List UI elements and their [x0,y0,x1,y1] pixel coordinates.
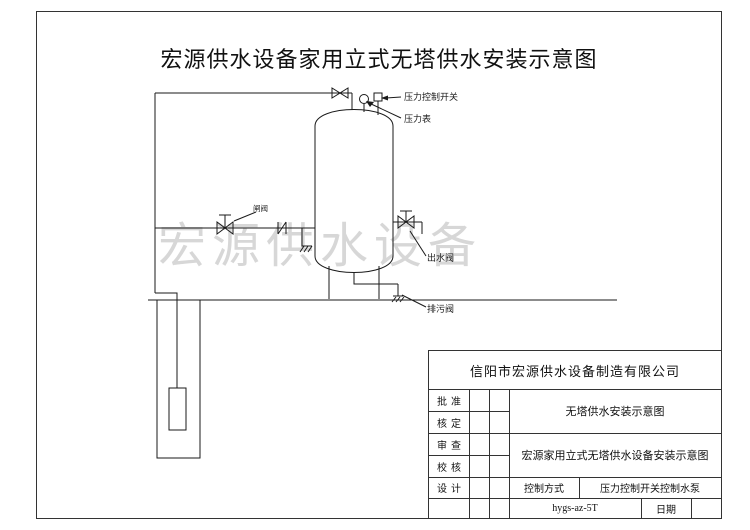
pressure-gauge-icon [359,94,369,104]
well-drop-pipe [155,292,178,388]
divider [489,389,490,518]
row-label-check: 校核 [437,462,465,474]
row-label-verify: 核定 [437,418,465,430]
drain-hatch [395,296,401,303]
divider [469,389,470,518]
control-mode-label: 控制方式 [524,484,564,495]
row-label-design: 设计 [437,484,465,495]
divider [429,498,721,499]
divider [429,477,721,478]
row-label-review: 审查 [437,440,465,452]
tap-hatch [307,245,313,253]
title-block: 信阳市宏源供水设备制造有限公司 批准 核定 审查 校核 设计 无塔供水安装示意图… [428,350,722,519]
pressure-tank [314,109,394,273]
outlet-valve-label: 出水阀 [427,252,454,263]
gate-valve-icon [216,221,226,235]
gate-valve-label: 闸阀 [253,204,268,213]
doc-title-1: 无塔供水安装示意图 [565,406,665,418]
well-casing [156,300,201,459]
drain-pipe [353,272,398,285]
outlet-valve-icon [397,215,407,229]
pressure-gauge-label: 压力表 [404,113,431,124]
divider [691,498,692,518]
drawing-frame [36,11,722,519]
leader-arrow [381,95,388,101]
divider [641,498,642,518]
top-valve-icon [331,87,341,99]
gate-valve-icon [224,221,234,235]
gate-valve-leader [233,211,257,222]
divider [429,433,721,434]
date-label: 日期 [656,504,676,516]
leader-arrow [366,101,374,107]
drawing-title: 宏源供水设备家用立式无塔供水安装示意图 [160,47,598,72]
top-valve-icon [339,87,349,99]
pressure-switch-label: 压力控制开关 [404,91,458,102]
outlet-valve-icon [405,215,415,229]
tap-icon [301,228,312,247]
company-name: 信阳市宏源供水设备制造有限公司 [469,363,680,379]
divider [429,389,721,390]
row-label-approve: 批准 [437,396,465,408]
drain-hatch [391,296,397,303]
submersible-pump [168,387,187,431]
outlet-valve-leader [409,230,427,257]
control-mode-value: 压力控制开关控制水泵 [600,484,700,495]
pressure-switch-icon [373,92,383,102]
watermark-text: 宏源供水设备 [158,220,483,273]
divider [509,389,510,518]
tap-hatch [299,245,305,253]
drain-hatch [399,296,405,303]
tap-hatch [303,245,309,253]
drain-valve-label: 排污阀 [427,303,454,314]
pressure-switch-leader [385,96,402,99]
check-valve-icon [277,221,287,235]
model-code: hygs-az-5T [552,502,598,514]
divider [579,477,580,498]
drain-valve-leader [401,294,427,308]
pressure-gauge-leader [368,102,402,119]
doc-title-2: 宏源家用立式无塔供水设备安装示意图 [521,450,709,462]
